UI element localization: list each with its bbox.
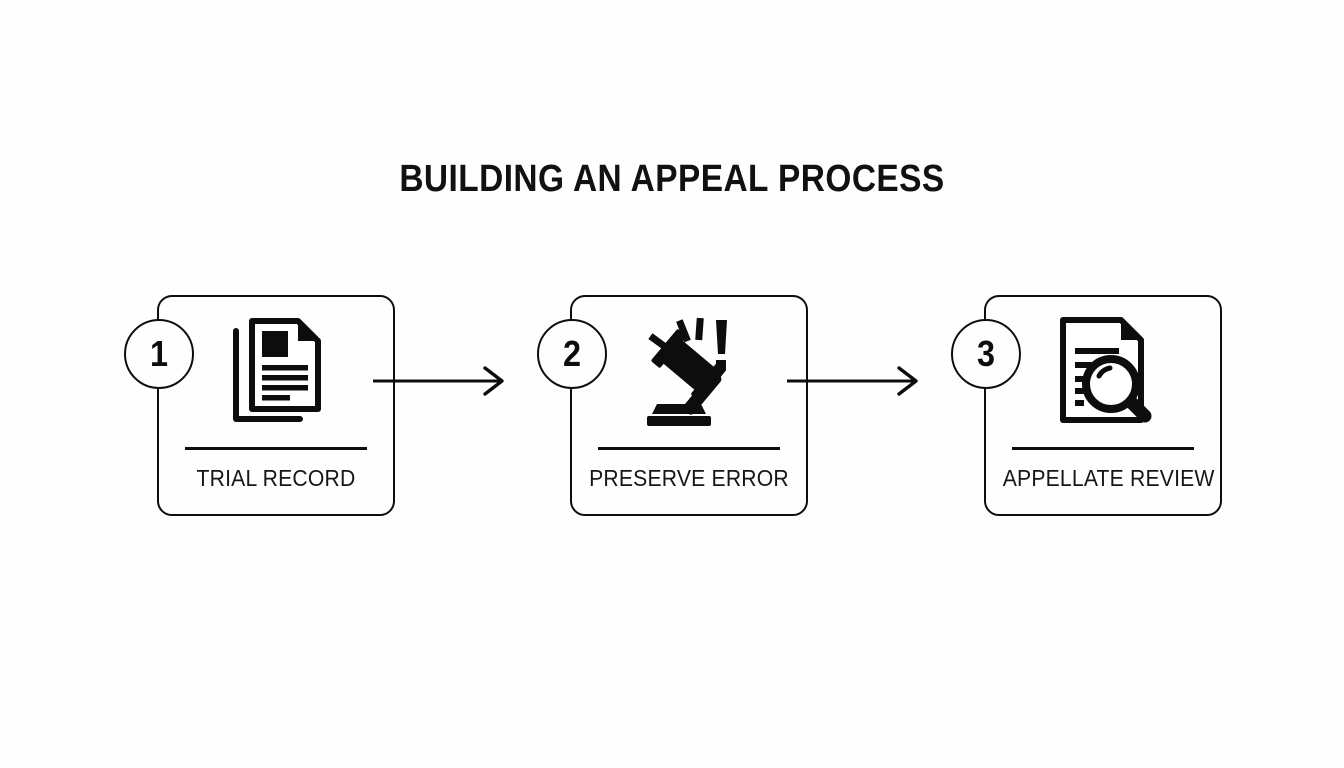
step-number-1: 1 [149, 333, 169, 374]
step-number-3: 3 [976, 333, 996, 374]
process-flow: 1 TRIAL RECORD [0, 295, 1344, 525]
step-label-2: PRESERVE ERROR [589, 465, 789, 491]
gavel-alert-icon [572, 313, 806, 431]
step-card-2[interactable]: 2 [537, 295, 808, 516]
card-divider-3 [1012, 447, 1194, 450]
step-label-3: APPELLATE REVIEW [1002, 465, 1215, 491]
step-number-badge-2: 2 [537, 319, 607, 389]
step-number-2: 2 [562, 333, 582, 374]
card-divider-2 [598, 447, 780, 450]
card-divider-1 [185, 447, 367, 450]
step-card-1[interactable]: 1 TRIAL RECORD [124, 295, 395, 516]
documents-stack-icon [159, 313, 393, 431]
step-card-3[interactable]: 3 [951, 295, 1222, 516]
step-number-badge-1: 1 [124, 319, 194, 389]
arrow-step2-to-step3 [787, 361, 927, 401]
document-magnifier-icon [986, 313, 1220, 431]
page-title: BUILDING AN APPEAL PROCESS [399, 158, 945, 200]
step-label-1: TRIAL RECORD [196, 465, 356, 491]
arrow-step1-to-step2 [373, 361, 513, 401]
step-number-badge-3: 3 [951, 319, 1021, 389]
